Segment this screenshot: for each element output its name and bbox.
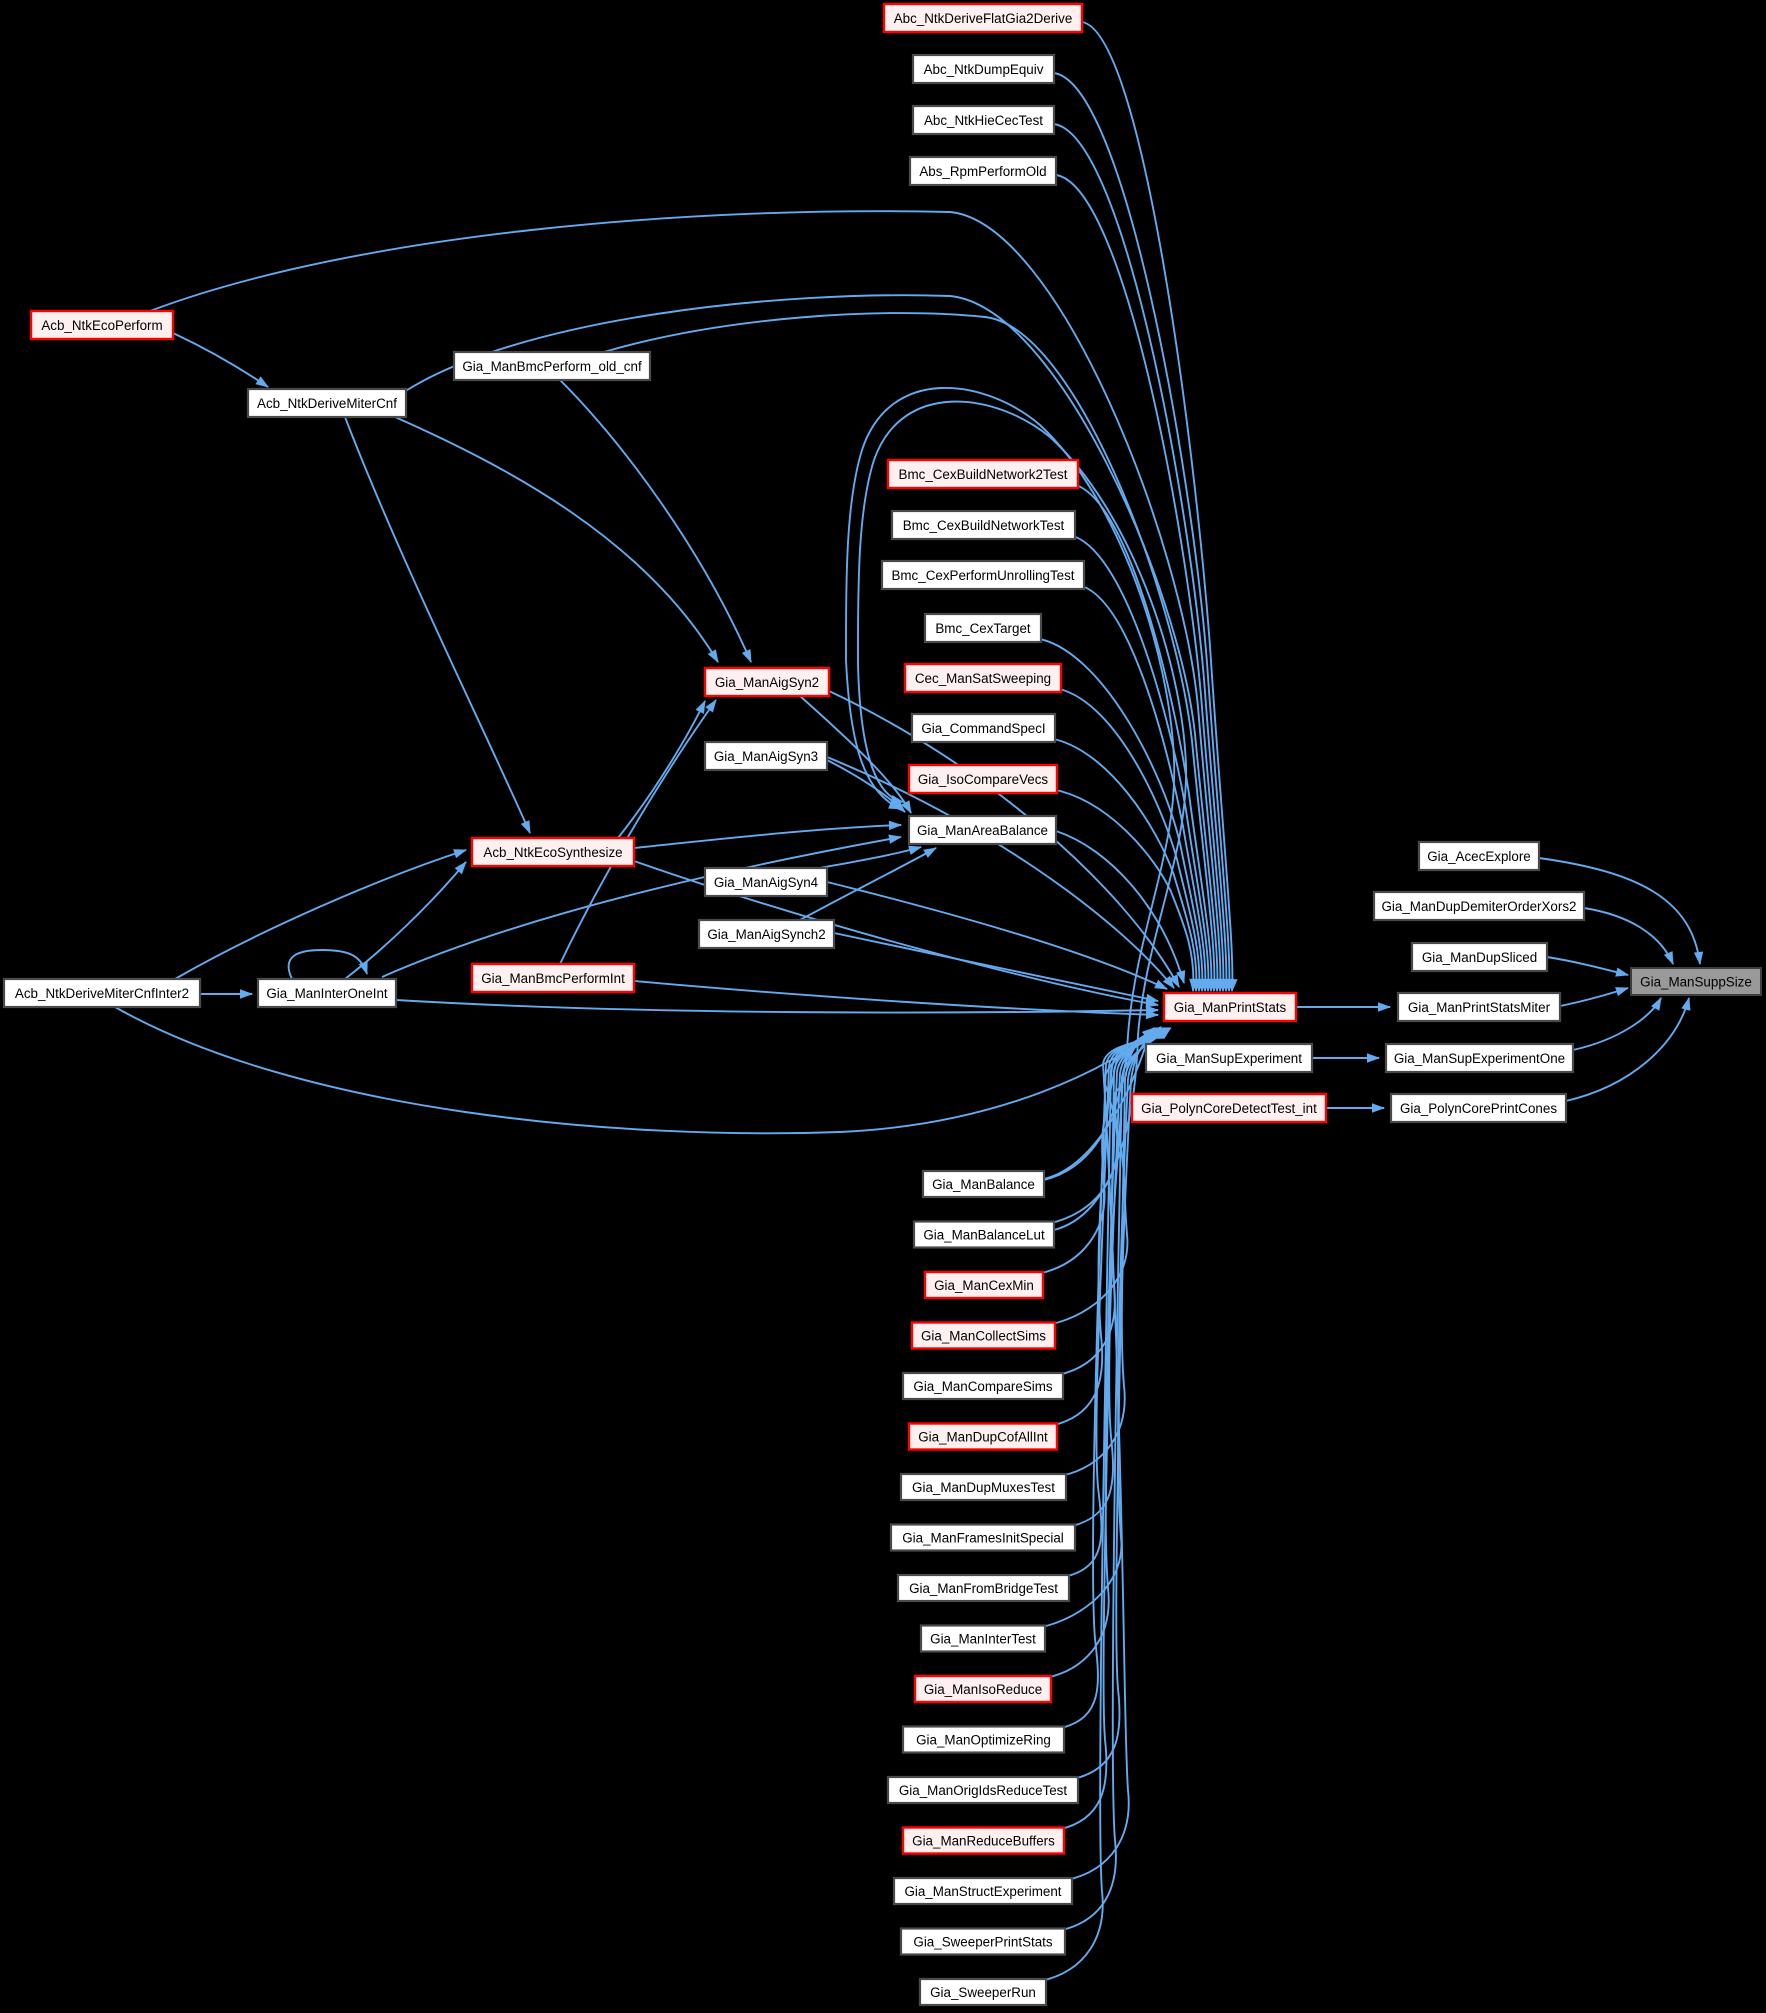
svg-text:Bmc_CexTarget: Bmc_CexTarget <box>935 621 1031 636</box>
svg-text:Gia_ManFromBridgeTest: Gia_ManFromBridgeTest <box>909 1581 1058 1596</box>
svg-text:Abs_RpmPerformOld: Abs_RpmPerformOld <box>919 164 1046 179</box>
svg-text:Acb_NtkDeriveMiterCnfInter2: Acb_NtkDeriveMiterCnfInter2 <box>15 986 189 1001</box>
svg-text:Gia_ManDupDemiterOrderXors2: Gia_ManDupDemiterOrderXors2 <box>1382 899 1577 914</box>
svg-text:Bmc_CexPerformUnrollingTest: Bmc_CexPerformUnrollingTest <box>891 568 1074 583</box>
svg-text:Bmc_CexBuildNetworkTest: Bmc_CexBuildNetworkTest <box>903 518 1065 533</box>
svg-text:Gia_ManCompareSims: Gia_ManCompareSims <box>913 1379 1052 1394</box>
svg-text:Gia_ManReduceBuffers: Gia_ManReduceBuffers <box>912 1833 1055 1848</box>
svg-text:Gia_ManOrigIdsReduceTest: Gia_ManOrigIdsReduceTest <box>899 1783 1067 1798</box>
svg-text:Gia_ManBmcPerform_old_cnf: Gia_ManBmcPerform_old_cnf <box>462 359 642 374</box>
svg-text:Gia_ManCollectSims: Gia_ManCollectSims <box>921 1328 1046 1343</box>
svg-text:Gia_ManPrintStatsMiter: Gia_ManPrintStatsMiter <box>1408 1000 1551 1015</box>
svg-text:Gia_ManBalanceLut: Gia_ManBalanceLut <box>923 1227 1045 1242</box>
svg-text:Acb_NtkDeriveMiterCnf: Acb_NtkDeriveMiterCnf <box>257 396 397 411</box>
svg-text:Gia_ManDupCofAllInt: Gia_ManDupCofAllInt <box>918 1429 1048 1444</box>
svg-text:Gia_ManSuppSize: Gia_ManSuppSize <box>1640 974 1752 989</box>
svg-text:Gia_CommandSpecI: Gia_CommandSpecI <box>921 721 1045 736</box>
svg-text:Gia_ManPrintStats: Gia_ManPrintStats <box>1174 1000 1287 1015</box>
svg-text:Gia_IsoCompareVecs: Gia_IsoCompareVecs <box>918 772 1049 787</box>
svg-text:Gia_ManStructExperiment: Gia_ManStructExperiment <box>904 1884 1061 1899</box>
svg-text:Gia_ManIsoReduce: Gia_ManIsoReduce <box>924 1682 1042 1697</box>
svg-text:Bmc_CexBuildNetwork2Test: Bmc_CexBuildNetwork2Test <box>899 467 1068 482</box>
svg-text:Gia_ManAigSyn2: Gia_ManAigSyn2 <box>715 675 819 690</box>
svg-text:Acb_NtkEcoSynthesize: Acb_NtkEcoSynthesize <box>483 845 622 860</box>
svg-text:Acb_NtkEcoPerform: Acb_NtkEcoPerform <box>41 318 162 333</box>
svg-text:Abc_NtkDeriveFlatGia2Derive: Abc_NtkDeriveFlatGia2Derive <box>894 11 1073 26</box>
svg-text:Gia_ManAigSynch2: Gia_ManAigSynch2 <box>707 927 825 942</box>
svg-text:Gia_ManSupExperimentOne: Gia_ManSupExperimentOne <box>1394 1051 1565 1066</box>
svg-text:Gia_AcecExplore: Gia_AcecExplore <box>1427 849 1530 864</box>
svg-text:Gia_SweeperRun: Gia_SweeperRun <box>930 1985 1036 2000</box>
svg-text:Gia_ManInterOneInt: Gia_ManInterOneInt <box>266 986 388 1001</box>
svg-text:Gia_ManCexMin: Gia_ManCexMin <box>934 1278 1034 1293</box>
svg-text:Gia_PolynCorePrintCones: Gia_PolynCorePrintCones <box>1400 1101 1557 1116</box>
svg-text:Gia_ManInterTest: Gia_ManInterTest <box>930 1631 1036 1646</box>
svg-text:Gia_ManAigSyn4: Gia_ManAigSyn4 <box>714 875 819 890</box>
svg-text:Gia_ManSupExperiment: Gia_ManSupExperiment <box>1156 1051 1302 1066</box>
svg-text:Gia_ManDupSliced: Gia_ManDupSliced <box>1422 950 1537 965</box>
svg-text:Gia_ManBalance: Gia_ManBalance <box>932 1177 1035 1192</box>
svg-text:Gia_SweeperPrintStats: Gia_SweeperPrintStats <box>913 1934 1052 1949</box>
svg-text:Gia_ManFramesInitSpecial: Gia_ManFramesInitSpecial <box>902 1530 1064 1545</box>
svg-text:Gia_ManAreaBalance: Gia_ManAreaBalance <box>917 823 1048 838</box>
svg-text:Abc_NtkDumpEquiv: Abc_NtkDumpEquiv <box>924 62 1044 77</box>
svg-text:Gia_PolynCoreDetectTest_int: Gia_PolynCoreDetectTest_int <box>1141 1101 1317 1116</box>
svg-text:Gia_ManBmcPerformInt: Gia_ManBmcPerformInt <box>481 971 625 986</box>
svg-text:Abc_NtkHieCecTest: Abc_NtkHieCecTest <box>924 113 1043 128</box>
svg-text:Gia_ManDupMuxesTest: Gia_ManDupMuxesTest <box>912 1480 1055 1495</box>
svg-text:Cec_ManSatSweeping: Cec_ManSatSweeping <box>915 671 1051 686</box>
svg-text:Gia_ManAigSyn3: Gia_ManAigSyn3 <box>714 749 818 764</box>
svg-text:Gia_ManOptimizeRing: Gia_ManOptimizeRing <box>916 1732 1051 1747</box>
